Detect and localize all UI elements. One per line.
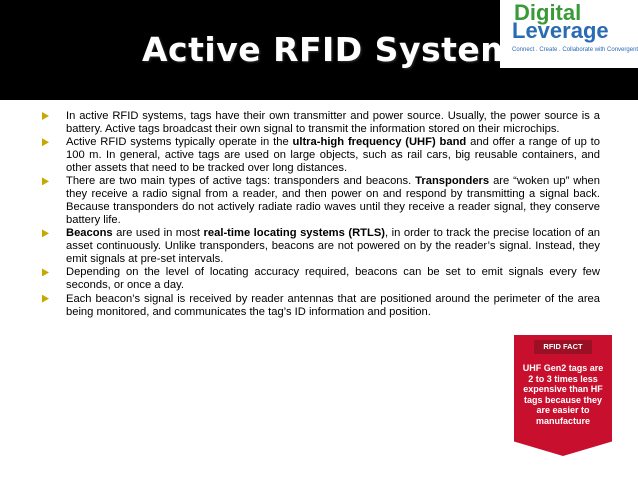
bullet-text: are “woken up” when they receive a radio… (66, 175, 600, 227)
bullet-marker-icon (42, 138, 49, 147)
bullet-text: There are two main types of active tags:… (66, 175, 416, 188)
bullet-text: , in order to track the precise location… (66, 227, 601, 266)
bullet-emphasis: ultra-high frequency (UHF) band (292, 136, 467, 149)
company-logo: Digital Leverage Connect . Create . Coll… (500, 0, 638, 68)
logo-text-leverage: Leverage (512, 18, 609, 43)
bullet-text: are used in most (112, 227, 204, 240)
bullet-emphasis: Transponders (415, 175, 490, 188)
logo-tagline: Connect . Create . Collaborate with Conv… (512, 47, 638, 53)
bullet-emphasis: real-time locating systems (RTLS) (203, 227, 386, 240)
bullet-item: There are two main types of active tags:… (40, 175, 600, 227)
bullet-list: In active RFID systems, tags have their … (40, 110, 600, 319)
bullet-marker-icon (42, 177, 49, 186)
bullet-text: Depending on the level of locating accur… (66, 266, 600, 292)
bullet-marker-icon (42, 229, 49, 238)
bullet-text: In active RFID systems, tags have their … (66, 110, 600, 135)
bullet-text: Active RFID systems typically operate in… (66, 136, 293, 149)
logo-text-digital: Digital (514, 0, 582, 25)
bullet-item: Depending on the level of locating accur… (40, 266, 600, 292)
bullet-text: Each beacon’s signal is received by read… (66, 292, 600, 318)
bullet-item: Each beacon’s signal is received by read… (40, 293, 600, 319)
bullet-marker-icon (42, 268, 49, 277)
slide-title: Active RFID Systems (142, 30, 536, 69)
bullet-marker-icon (42, 112, 49, 120)
bullet-emphasis: Beacons (66, 227, 113, 240)
bullet-item: Active RFID systems typically operate in… (40, 136, 600, 175)
rfid-fact-badge: RFID FACT UHF Gen2 tags are 2 to 3 times… (514, 335, 612, 456)
bullet-item: Beacons are used in most real-time locat… (40, 227, 600, 266)
bullet-marker-icon (42, 294, 49, 303)
fact-heading: RFID FACT (534, 340, 592, 354)
bullet-item: In active RFID systems, tags have their … (40, 110, 600, 136)
fact-text: UHF Gen2 tags are 2 to 3 times less expe… (522, 363, 604, 426)
bullet-text: and offer a range of up to 100 m. In gen… (66, 136, 601, 175)
